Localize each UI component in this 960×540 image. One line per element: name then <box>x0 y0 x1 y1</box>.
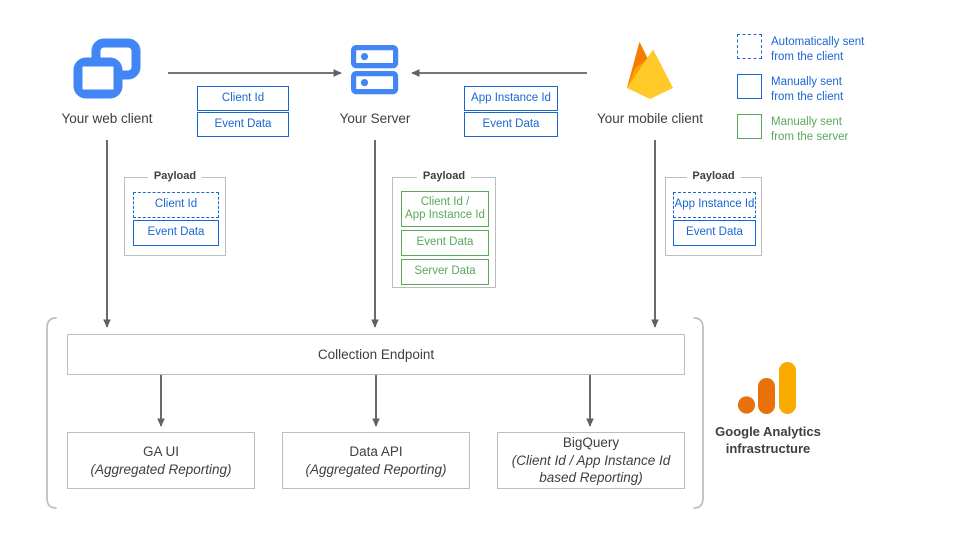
collection-endpoint-box: Collection Endpoint <box>67 334 685 375</box>
ga-caption-line2: infrastructure <box>725 440 811 456</box>
payload-mobile-item-event-data: Event Data <box>673 220 756 246</box>
legend-line1-1: Manually sent <box>771 76 842 88</box>
legend-item-manual-client: Manually sent from the client <box>737 74 843 105</box>
node-label-server: Your Server <box>339 111 411 126</box>
windows-icon <box>72 38 142 100</box>
payload-server: Payload Client Id / App Instance Id Even… <box>392 170 496 288</box>
payload-mobile-client: Payload App Instance Id Event Data <box>665 170 762 256</box>
chip-client-id: Client Id <box>197 86 289 111</box>
chip-event-data: Event Data <box>197 112 289 137</box>
output-box-data-api: Data API (Aggregated Reporting) <box>282 432 470 489</box>
chip-event-data-mobile: Event Data <box>464 112 558 137</box>
payload-web-item-event-data: Event Data <box>133 220 219 246</box>
payload-mobile-legend: Payload <box>686 170 741 182</box>
output-title-bigquery: BigQuery <box>562 434 620 450</box>
infrastructure-bracket-right <box>693 317 704 509</box>
solid-blue-square-icon <box>737 74 762 99</box>
payload-web-item-client-id: Client Id <box>133 192 219 218</box>
output-subtitle-ga-ui: (Aggregated Reporting) <box>90 461 232 477</box>
legend-item-manual-server: Manually sent from the server <box>737 114 848 145</box>
output-box-ga-ui: GA UI (Aggregated Reporting) <box>67 432 255 489</box>
chip-app-instance-id: App Instance Id <box>464 86 558 111</box>
output-title-data-api: Data API <box>349 443 403 459</box>
payload-server-legend: Payload <box>416 170 472 182</box>
output-title-ga-ui: GA UI <box>142 443 179 459</box>
payload-server-item-ids-line1: Client Id / <box>420 195 470 208</box>
output-subtitle-bigquery-line2: based Reporting) <box>539 470 643 486</box>
server-icon <box>350 44 399 97</box>
payload-server-item-event-data: Event Data <box>401 230 489 256</box>
ga-infrastructure-caption: Google Analytics infrastructure <box>683 424 853 458</box>
payload-mobile-item-app-instance-id: App Instance Id <box>673 192 756 218</box>
payload-server-item-server-data: Server Data <box>401 259 489 285</box>
firebase-icon <box>621 36 679 104</box>
google-analytics-icon <box>737 361 799 416</box>
output-subtitle-bigquery-line1: (Client Id / App Instance Id <box>511 452 671 468</box>
payload-server-item-ids-line2: App Instance Id <box>405 209 485 221</box>
legend-line2-1: from the client <box>771 91 844 104</box>
legend-line1-2: Manually sent <box>771 116 842 128</box>
legend-text-manual-server: Manually sent from the server <box>771 114 848 145</box>
legend-text-manual-client: Manually sent from the client <box>771 74 843 105</box>
legend-line2-2: from the server <box>771 131 849 144</box>
output-subtitle-data-api: (Aggregated Reporting) <box>305 461 447 477</box>
ga-caption-line1: Google Analytics <box>715 424 821 439</box>
legend-line2-0: from the client <box>771 51 844 64</box>
node-label-mobile-client: Your mobile client <box>596 111 704 126</box>
legend-item-automatic-client: Automatically sent from the client <box>737 34 864 65</box>
dashed-blue-square-icon <box>737 34 762 59</box>
legend-text-automatic-client: Automatically sent from the client <box>771 34 864 65</box>
collection-endpoint-label: Collection Endpoint <box>317 346 435 362</box>
output-box-bigquery: BigQuery (Client Id / App Instance Id ba… <box>497 432 685 489</box>
infrastructure-bracket-left <box>46 317 57 509</box>
payload-web-client: Payload Client Id Event Data <box>124 170 226 256</box>
legend-line1-0: Automatically sent <box>771 36 865 48</box>
node-label-web-client: Your web client <box>61 111 153 126</box>
solid-green-square-icon <box>737 114 762 139</box>
payload-server-item-ids: Client Id / App Instance Id <box>401 191 489 227</box>
payload-web-legend: Payload <box>147 170 203 182</box>
